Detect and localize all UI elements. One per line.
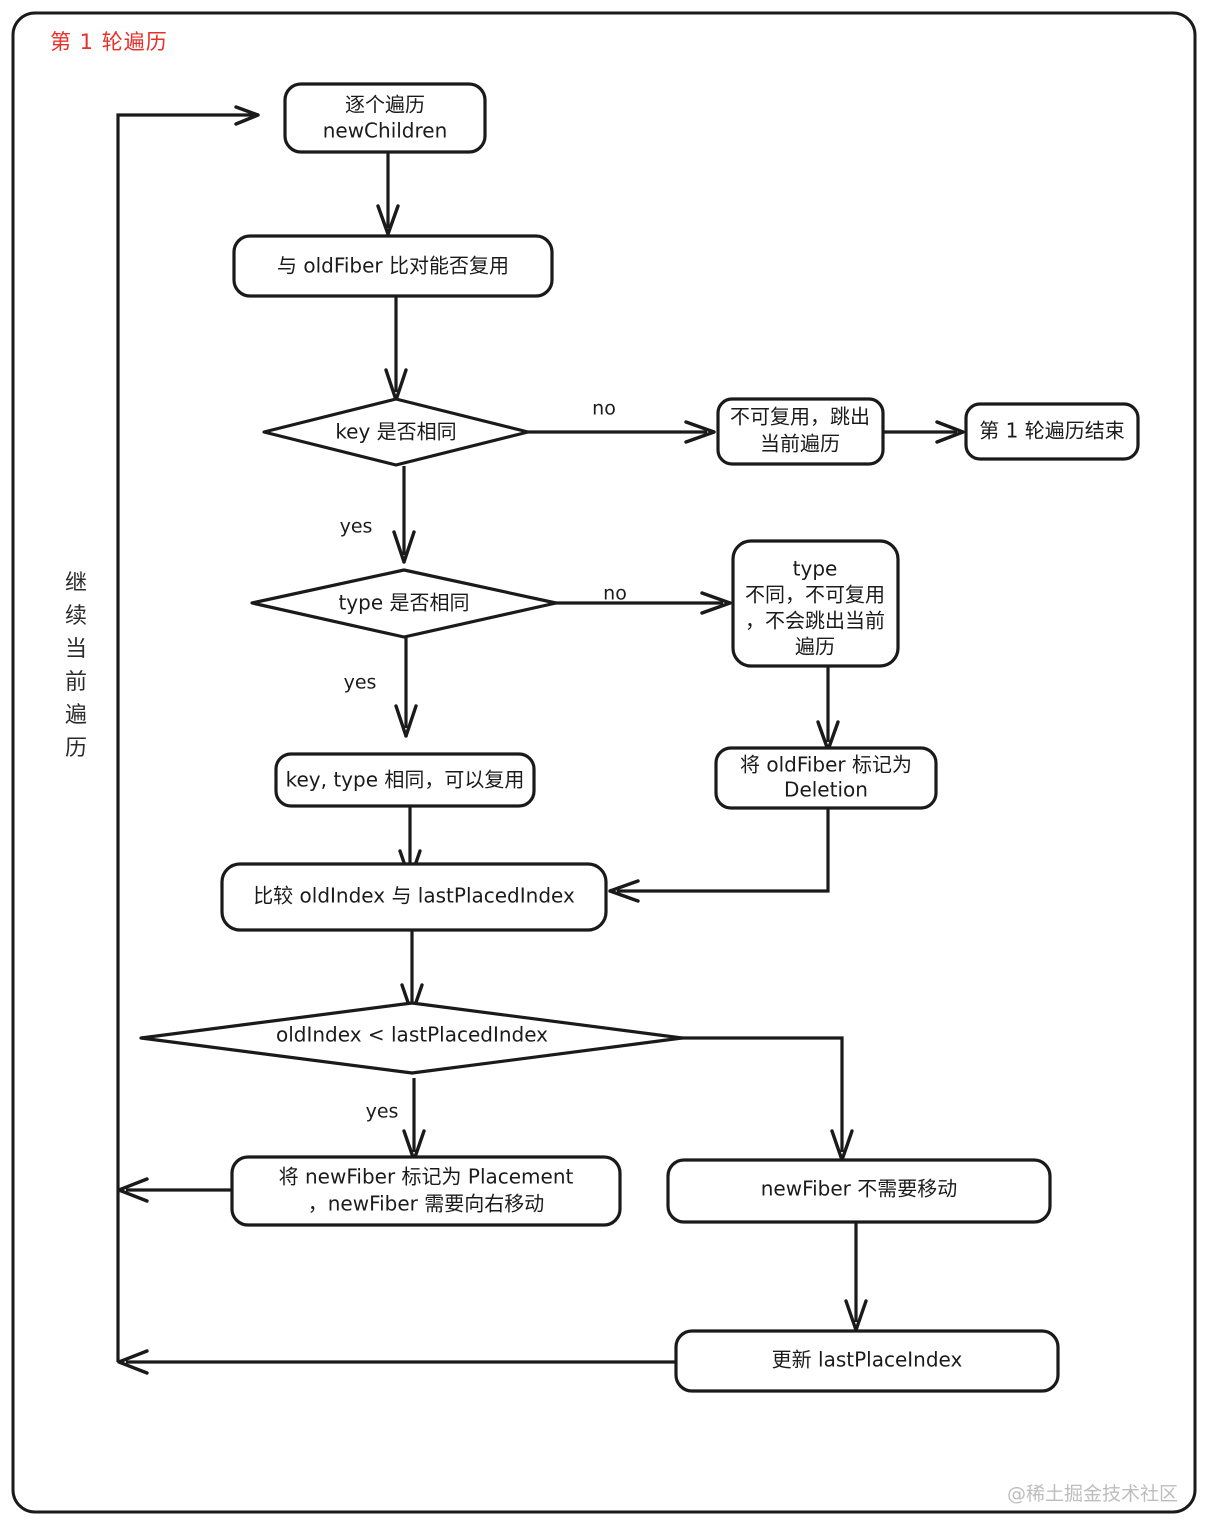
node-compare-oldfiber-shape[interactable]	[232, 234, 554, 298]
node-traverse-newchildren[interactable]: 逐个遍历 newChildren	[283, 82, 487, 154]
node-type-different-shape[interactable]	[731, 539, 900, 668]
node-type-different-line2: 不同，不可复用	[745, 583, 885, 607]
node-compare-index[interactable]: 比较 oldIndex 与 lastPlacedIndex	[220, 862, 608, 932]
node-key-same-decision[interactable]: key 是否相同	[262, 397, 530, 467]
node-type-different-line1: type	[793, 557, 838, 581]
node-update-lastplaceindex[interactable]: 更新 lastPlaceIndex	[674, 1329, 1060, 1393]
node-oldindex-lt-lastplaced-shape[interactable]	[139, 1001, 684, 1075]
arrowhead-key-yes	[392, 530, 416, 564]
arrowhead-index-yes	[402, 1129, 426, 1162]
node-compare-index-label: 比较 oldIndex 与 lastPlacedIndex	[253, 884, 575, 908]
node-compare-oldfiber[interactable]: 与 oldFiber 比对能否复用	[232, 234, 554, 298]
loop-label-char-2: 续	[65, 604, 87, 629]
edge-label-key-no: no	[592, 398, 616, 420]
watermark: @稀土掘金技术社区	[1007, 1483, 1178, 1505]
node-mark-deletion-shape[interactable]	[714, 746, 938, 810]
loop-label-char-3: 当	[65, 637, 87, 662]
node-cannot-reuse-shape[interactable]	[716, 397, 885, 466]
node-cannot-reuse-line1: 不可复用，跳出	[730, 405, 870, 429]
node-mark-placement-line2: ，newFiber 需要向右移动	[308, 1192, 545, 1216]
loop-label-char-1: 继	[65, 571, 87, 596]
node-cannot-reuse[interactable]: 不可复用，跳出 当前遍历	[716, 397, 885, 466]
node-mark-placement[interactable]: 将 newFiber 标记为 Placement ，newFiber 需要向右移…	[230, 1155, 622, 1227]
node-type-same-label: type 是否相同	[338, 591, 469, 615]
loop-label-char-4: 前	[65, 670, 87, 695]
node-can-reuse-label: key, type 相同，可以复用	[286, 768, 525, 792]
arrowhead-cannot-reuse-to-end	[935, 420, 965, 444]
node-can-reuse-shape[interactable]	[274, 752, 536, 808]
node-type-different[interactable]: type 不同，不可复用 ，不会跳出当前 遍历	[731, 539, 900, 668]
node-update-lastplaceindex-shape[interactable]	[674, 1329, 1060, 1393]
node-mark-deletion-line2: Deletion	[784, 778, 868, 802]
edge-label-index-yes: yes	[366, 1101, 399, 1123]
node-traverse-newchildren-shape[interactable]	[283, 82, 487, 154]
node-key-same-label: key 是否相同	[335, 420, 456, 444]
node-key-same-shape[interactable]	[262, 397, 530, 467]
node-round-end[interactable]: 第 1 轮遍历结束	[964, 402, 1140, 461]
arrowhead-placement-to-loop	[117, 1177, 149, 1203]
loop-label-char-5: 遍	[65, 703, 87, 728]
arrowhead-nomove-to-update	[844, 1299, 868, 1332]
edge-label-key-yes: yes	[340, 516, 373, 538]
node-round-end-label: 第 1 轮遍历结束	[979, 419, 1124, 443]
node-mark-deletion-line1: 将 oldFiber 标记为	[740, 753, 912, 777]
edge-label-type-yes: yes	[344, 672, 377, 694]
arrowhead-update-to-loop	[117, 1349, 149, 1375]
node-update-lastplaceindex-label: 更新 lastPlaceIndex	[772, 1348, 963, 1372]
node-mark-deletion[interactable]: 将 oldFiber 标记为 Deletion	[714, 746, 938, 810]
arrowhead-deletion-to-compareindex	[608, 879, 640, 903]
arrowhead-key-no	[684, 420, 716, 444]
arrowhead-type-no	[700, 591, 732, 615]
node-round-end-shape[interactable]	[964, 402, 1140, 461]
arrowhead-compare-to-key	[384, 368, 408, 402]
loop-back-label: 继 续 当 前 遍 历	[65, 571, 87, 761]
edge-index-no	[678, 1036, 844, 1152]
node-mark-placement-line1: 将 newFiber 标记为 Placement	[279, 1165, 574, 1189]
node-no-move-label: newFiber 不需要移动	[761, 1177, 958, 1201]
node-no-move[interactable]: newFiber 不需要移动	[666, 1158, 1052, 1224]
loop-label-char-6: 历	[65, 736, 87, 761]
node-mark-placement-shape[interactable]	[230, 1155, 622, 1227]
edge-deletion-to-compareindex	[617, 807, 830, 893]
arrowhead-type-yes	[394, 704, 418, 738]
node-traverse-newchildren-line2: newChildren	[323, 119, 448, 143]
node-type-different-line4: 遍历	[795, 635, 835, 659]
node-no-move-shape[interactable]	[666, 1158, 1052, 1224]
node-cannot-reuse-line2: 当前遍历	[760, 432, 840, 456]
node-compare-oldfiber-label: 与 oldFiber 比对能否复用	[277, 254, 509, 278]
edge-loop-spine	[116, 113, 253, 1362]
diagram-title: 第 1 轮遍历	[50, 30, 168, 54]
arrowhead-traverse-to-compare	[376, 204, 400, 236]
node-type-same-shape[interactable]	[250, 568, 558, 639]
arrowhead-index-no	[830, 1129, 854, 1162]
node-can-reuse[interactable]: key, type 相同，可以复用	[274, 752, 536, 808]
diagram-frame	[11, 11, 1197, 1514]
arrowhead-loop-to-traverse	[234, 105, 260, 126]
node-type-same-decision[interactable]: type 是否相同	[250, 568, 558, 639]
arrowhead-typediff-to-deletion	[816, 720, 840, 752]
node-type-different-line3: ，不会跳出当前	[745, 609, 885, 633]
node-oldindex-lt-lastplaced-label: oldIndex < lastPlacedIndex	[276, 1023, 548, 1047]
node-oldindex-lt-lastplaced[interactable]: oldIndex < lastPlacedIndex	[139, 1001, 684, 1075]
node-traverse-newchildren-line1: 逐个遍历	[345, 93, 425, 117]
node-compare-index-shape[interactable]	[220, 862, 608, 932]
edge-label-type-no: no	[603, 583, 627, 605]
